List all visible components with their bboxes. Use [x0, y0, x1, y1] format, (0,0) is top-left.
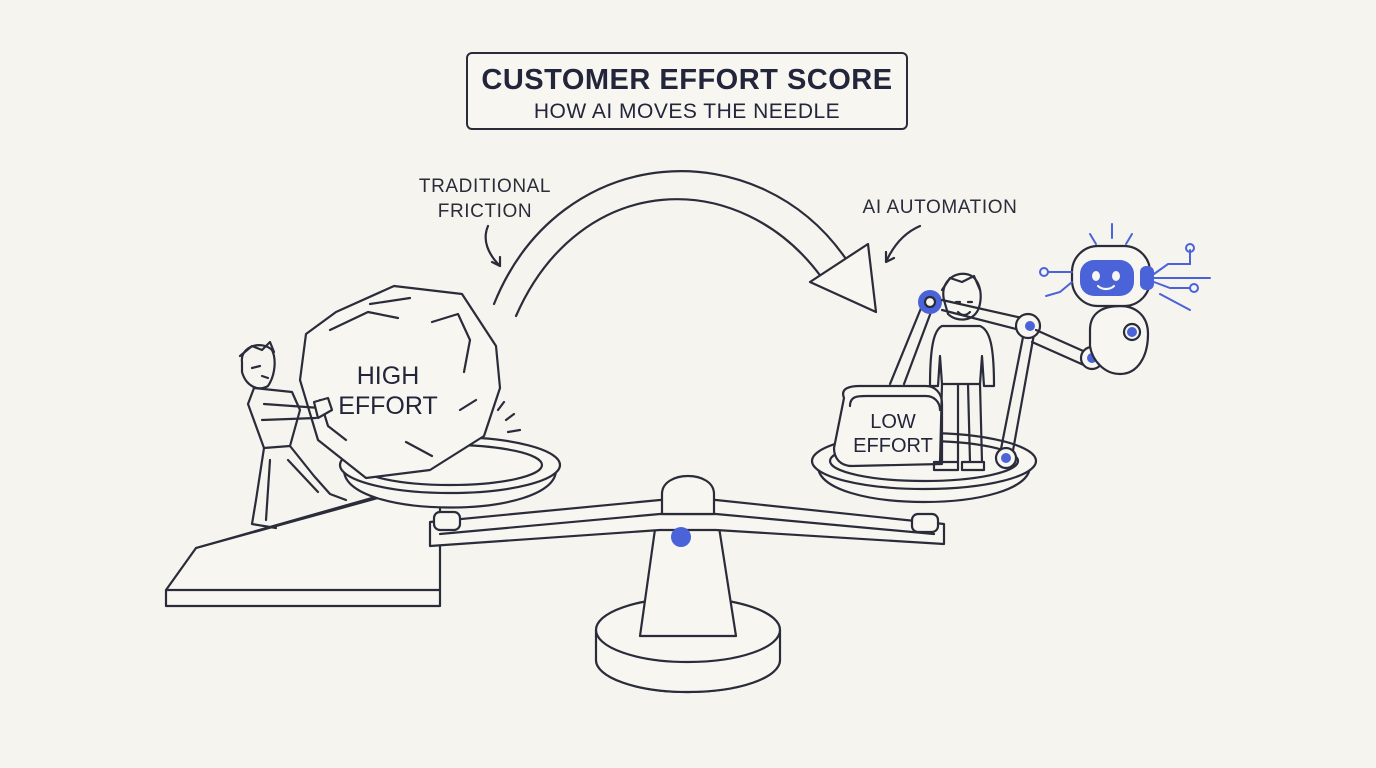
title-box: CUSTOMER EFFORT SCORE HOW AI MOVES THE N… [466, 52, 908, 130]
traditional-friction-label: TRADITIONAL FRICTION [408, 174, 562, 224]
diagram-title: CUSTOMER EFFORT SCORE [481, 64, 893, 96]
block-label-line1: LOW [870, 411, 916, 433]
relaxed-person [928, 272, 996, 472]
scale-base [594, 506, 782, 694]
high-effort-boulder: HIGH EFFORT [298, 284, 522, 480]
pivot-dot [671, 527, 691, 547]
left-pan [338, 435, 562, 532]
struggling-person [238, 340, 348, 530]
traditional-friction-line1: TRADITIONAL [418, 176, 552, 197]
diagram-subtitle: HOW AI MOVES THE NEEDLE [533, 100, 841, 123]
ai-pointer-arrow [884, 224, 922, 264]
low-effort-block: LOW EFFORT [832, 384, 944, 468]
boulder-label-line2: EFFORT [338, 392, 438, 420]
robot-icon [1039, 223, 1211, 376]
traditional-pointer-arrow [484, 224, 502, 268]
curved-arrow [492, 170, 878, 318]
ramp [164, 488, 442, 608]
boulder-label-line1: HIGH [357, 362, 420, 390]
scale-beam [428, 474, 946, 548]
ai-automation-label: AI AUTOMATION [862, 197, 1018, 218]
block-label-line2: EFFORT [853, 435, 933, 457]
traditional-friction-line2: FRICTION [437, 201, 533, 222]
